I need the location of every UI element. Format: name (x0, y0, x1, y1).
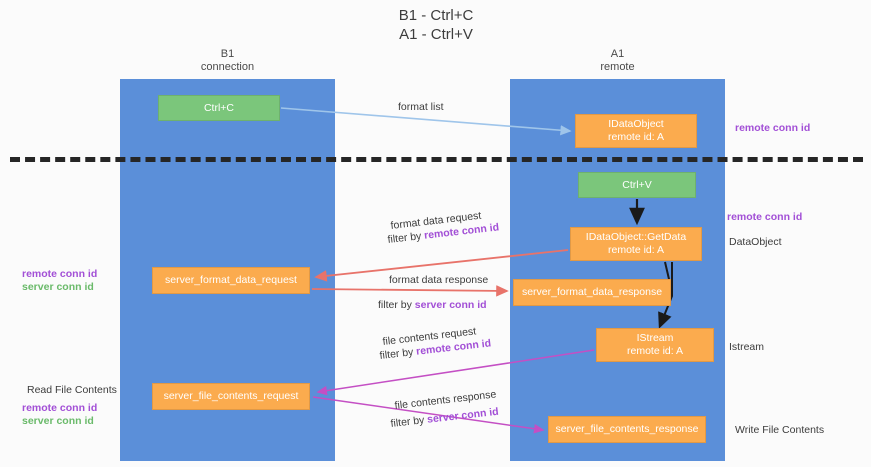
swimlane-b1-title: B1 connection (200, 48, 255, 73)
annotation-left-conn-ids-2: remote conn id server conn id (22, 402, 97, 428)
annotation-remote-conn-id-top: remote conn id (735, 122, 811, 134)
edge-label-format-list: format list (398, 101, 444, 113)
node-getdata-sublabel: remote id: A (607, 244, 665, 256)
node-idataobject[interactable]: IDataObject remote id: A (575, 114, 697, 148)
annotation-left-server-conn-id-2: server conn id (22, 415, 94, 427)
annotation-write-file-contents: Write File Contents (735, 424, 825, 436)
filter-prefix: filter by (387, 229, 425, 246)
swimlane-a1-title: A1 remote (600, 48, 635, 73)
node-ctrl-v-label: Ctrl+V (622, 178, 652, 191)
annotation-left-server-conn-id: server conn id (22, 281, 94, 293)
page-title: B1 - Ctrl+C A1 - Ctrl+V (398, 7, 474, 43)
filter-key-server-conn-id: server conn id (426, 405, 500, 426)
node-server-format-data-request[interactable]: server_format_data_request (152, 267, 310, 294)
edge-label-format-data-response-filter: filter by server conn id (378, 299, 487, 312)
annotation-istream: Istream (729, 341, 765, 353)
node-istream[interactable]: IStream remote id: A (596, 328, 714, 362)
filter-prefix: filter by (378, 299, 415, 311)
node-idataobject-getdata[interactable]: IDataObject::GetData remote id: A (570, 227, 702, 261)
node-file-resp-label: server_file_contents_response (555, 423, 699, 435)
node-ctrl-c-label: Ctrl+C (203, 101, 235, 114)
node-istream-label: IStream (636, 332, 674, 344)
node-idataobject-sublabel: remote id: A (607, 131, 665, 143)
node-server-file-contents-request[interactable]: server_file_contents_request (152, 383, 310, 410)
filter-prefix: filter by (379, 345, 417, 362)
annotation-left-remote-conn-id: remote conn id (22, 268, 98, 280)
node-getdata-label: IDataObject::GetData (585, 231, 687, 243)
edge-label-format-data-response: format data response (389, 274, 489, 286)
node-fmt-req-label: server_format_data_request (165, 274, 297, 286)
annotation-remote-conn-id-mid: remote conn id (727, 211, 803, 223)
arrow-format-data-response (311, 285, 509, 297)
annotation-left-conn-ids: remote conn id server conn id (22, 268, 97, 294)
node-fmt-resp-label: server_format_data_response (521, 286, 663, 298)
phase-separator (10, 157, 863, 162)
node-server-file-contents-response[interactable]: server_file_contents_response (548, 416, 706, 443)
annotation-left-remote-conn-id-2: remote conn id (22, 402, 98, 414)
node-ctrl-c[interactable]: Ctrl+C (158, 95, 280, 121)
filter-prefix: filter by (390, 413, 428, 430)
filter-key-server-conn-id: server conn id (414, 299, 487, 311)
node-idataobject-label: IDataObject (608, 118, 664, 130)
node-ctrl-v[interactable]: Ctrl+V (578, 172, 696, 198)
annotation-dataobject: DataObject (729, 236, 782, 248)
annotation-read-file-contents: Read File Contents (27, 384, 117, 396)
node-file-req-label: server_file_contents_request (163, 390, 299, 402)
node-istream-sublabel: remote id: A (626, 345, 684, 357)
node-server-format-data-response[interactable]: server_format_data_response (513, 279, 671, 306)
